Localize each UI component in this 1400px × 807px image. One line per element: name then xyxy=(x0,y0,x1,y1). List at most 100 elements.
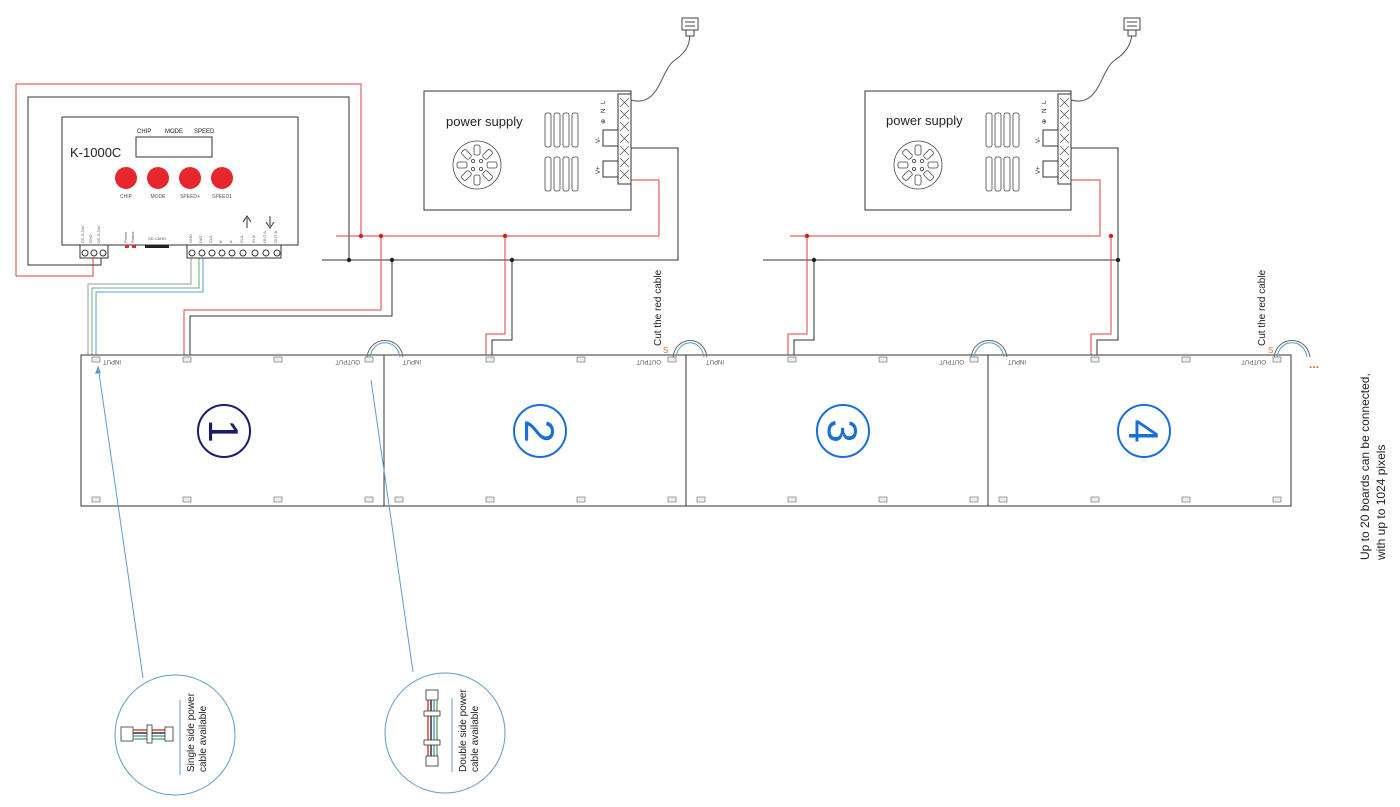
drop-board3-black xyxy=(793,260,815,356)
board-input-label: INPUT xyxy=(103,358,121,364)
psu1-terminal-ground: ⊕ xyxy=(601,119,607,124)
board-number: 3 xyxy=(819,419,866,442)
drop-board4-red xyxy=(1090,236,1112,356)
psu2-terminal-ground: ⊕ xyxy=(1042,119,1048,124)
mode-button[interactable] xyxy=(147,167,169,189)
speed-plus-button-label: SPEED+ xyxy=(180,194,200,200)
speed-plus-button[interactable] xyxy=(179,167,201,189)
psu1-terminal-n: N xyxy=(601,109,607,113)
mains-plug-1 xyxy=(681,17,699,37)
callout-double-line1: Double side power xyxy=(458,689,469,772)
single-side-cable-icon xyxy=(120,724,174,744)
output-label-out-b: OUT B xyxy=(273,231,278,243)
chip-button-label: CHIP xyxy=(120,194,133,200)
controller-power-red-wire xyxy=(15,83,362,277)
sd-card-label: SD CARD xyxy=(148,236,166,241)
psu2-terminal-l: L xyxy=(1042,100,1048,104)
port-label-power: Power xyxy=(123,231,128,243)
status-led xyxy=(132,245,136,248)
drop-board3-red xyxy=(787,236,808,356)
output-label-clk: CLK xyxy=(208,235,213,243)
board-input-label: INPUT xyxy=(403,358,421,364)
psu2-terminal-vminus: V- xyxy=(1036,137,1042,143)
drop-board1-red xyxy=(183,236,382,356)
power-supply-1-label: power supply xyxy=(446,114,523,129)
vent-slots xyxy=(985,112,1020,192)
board-input-label: INPUT xyxy=(1008,358,1026,364)
controller-model: K-1000C xyxy=(70,145,121,160)
output-terminal-block xyxy=(186,244,282,259)
vent-slots xyxy=(544,112,579,192)
led-board-4: 4 INPUT OUTPUT xyxy=(987,354,1292,507)
callout-leader-2 xyxy=(370,379,414,673)
callout-double-side: Double side power cable available xyxy=(384,672,506,794)
board-output-label: OUTPUT xyxy=(636,358,661,364)
data-cable-blue xyxy=(95,254,204,356)
output-label-in-a: IN A xyxy=(239,235,244,243)
controller-k1000c: K-1000C CHIP MODE SPEED CHIP MODE SPEED+… xyxy=(61,116,299,259)
cut-note-1: Cut the red cable xyxy=(653,269,664,346)
callout-single-line1: Single side power xyxy=(186,692,197,772)
data-cable-gray xyxy=(87,254,192,356)
power-supply-2: power supply xyxy=(864,90,1072,211)
board-jumper-cables xyxy=(366,340,1311,358)
controller-power-black-wire xyxy=(27,96,350,266)
fan-icon xyxy=(452,140,502,190)
psu2-terminal-n: N xyxy=(1042,109,1048,113)
board-output-label: OUTPUT xyxy=(335,358,360,364)
display-label-mode: MODE xyxy=(165,129,183,135)
sd-card-slot xyxy=(145,245,169,248)
output-label-dat: DAT xyxy=(198,235,203,243)
drop-board2-black xyxy=(491,260,513,356)
callout-single-side: Single side power cable available xyxy=(114,674,236,796)
output-label-b: B xyxy=(218,240,223,243)
psu1-terminal-vminus: V- xyxy=(596,137,602,143)
output-label-in-b: IN B xyxy=(251,235,256,243)
side-note-line1: Up to 20 boards can be connected, xyxy=(1358,373,1372,560)
board-number-badge xyxy=(816,404,870,458)
controller-display xyxy=(135,136,213,158)
board-number-badge xyxy=(513,404,567,458)
drop-board1-black xyxy=(189,260,393,356)
arrow-up-icon xyxy=(242,215,252,228)
display-label-speed: SPEED xyxy=(194,129,215,135)
led-board-2: 2 INPUT OUTPUT xyxy=(383,354,687,507)
terminal-strip xyxy=(1057,93,1072,185)
mains-cord-2 xyxy=(1070,29,1133,102)
bus1-red-wire xyxy=(336,179,660,237)
board-output-label: OUTPUT xyxy=(1241,358,1266,364)
led-connector-pads xyxy=(91,356,1282,503)
drop-board4-black xyxy=(1096,260,1119,356)
fan-icon xyxy=(893,140,943,190)
callout-single-line2: cable available xyxy=(198,705,209,772)
chip-button[interactable] xyxy=(115,167,137,189)
board-number: 4 xyxy=(1120,419,1167,442)
power-terminal-block xyxy=(79,244,109,259)
cut-marker-1: S xyxy=(663,346,668,355)
power-led xyxy=(125,245,129,248)
terminal-screws xyxy=(619,97,630,180)
board-number-badge xyxy=(1117,404,1171,458)
cut-note-2: Cut the red cable xyxy=(1257,269,1268,346)
output-label-out-a: OUT A xyxy=(262,231,267,243)
terminal-label-3: DC 5-24V xyxy=(96,225,101,243)
terminal-label-1: DC 5-24V xyxy=(80,225,85,243)
mains-cord-1 xyxy=(630,29,691,102)
data-cable-green xyxy=(91,254,200,356)
terminal-screws xyxy=(1059,97,1070,180)
wiring xyxy=(15,29,1133,356)
speed1-button[interactable] xyxy=(211,167,233,189)
mode-button-label: MODE xyxy=(151,194,167,200)
terminal-label-2: GND xyxy=(88,234,93,243)
junction-dots xyxy=(346,233,1121,263)
display-label-chip: CHIP xyxy=(137,129,151,135)
board-number: 2 xyxy=(516,419,563,442)
cut-marker-2: S xyxy=(1268,346,1273,355)
bus2-red-wire xyxy=(790,179,1101,237)
board-output-label: OUTPUT xyxy=(939,358,964,364)
bus1-black-wire xyxy=(322,147,679,261)
arrow-down-icon xyxy=(265,216,275,229)
callout-leader-1 xyxy=(97,365,144,679)
power-supply-2-label: power supply xyxy=(886,113,963,128)
